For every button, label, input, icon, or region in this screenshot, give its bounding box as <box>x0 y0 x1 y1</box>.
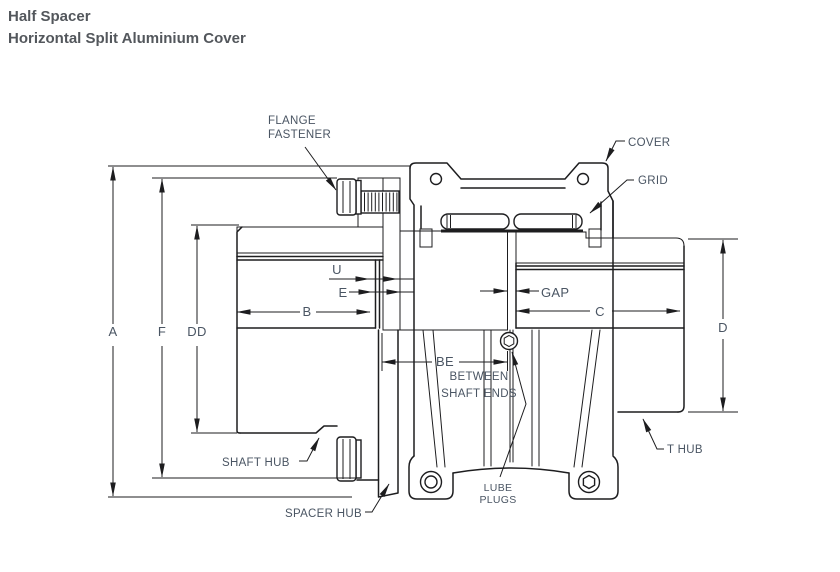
be-note-line-2: SHAFT ENDS <box>441 388 517 400</box>
lug-bolt-right-hex <box>582 474 596 490</box>
hex-nut <box>336 436 357 482</box>
t-hub-leader <box>642 418 664 450</box>
cover-seal-left <box>419 228 433 248</box>
flange-fastener-leader <box>304 146 337 191</box>
cover-bolt-hole-left <box>429 172 443 186</box>
shaft-hub-wall-section <box>236 226 384 254</box>
dim-label-be: BE <box>436 354 454 369</box>
callout-t-hub: T HUB <box>667 444 703 456</box>
cover-leader <box>605 140 625 162</box>
bolt-hex-head <box>336 178 357 216</box>
shaft-hub-outline <box>236 226 399 498</box>
dim-label-u: U <box>332 262 342 277</box>
grid-capsule-left <box>440 213 510 230</box>
cover-outline <box>408 162 619 500</box>
dim-label-d: D <box>718 320 728 335</box>
title-line-2: Horizontal Split Aluminium Cover <box>8 30 246 47</box>
callout-spacer-hub: SPACER HUB <box>285 508 362 520</box>
dim-label-b: B <box>303 304 312 319</box>
callout-lube-plugs-1: LUBE <box>484 482 513 494</box>
callout-lube-plugs-2: PLUGS <box>479 494 516 506</box>
be-note-line-1: BETWEEN <box>450 371 509 383</box>
drawing-title: Half Spacer Horizontal Split Aluminium C… <box>8 6 246 50</box>
lube-plug <box>499 331 519 351</box>
grid-capsule-right <box>513 213 583 230</box>
bolt-thread-lines <box>364 192 398 212</box>
nut-washer <box>355 439 362 479</box>
cover-bolt-hole-right <box>576 172 590 186</box>
title-line-1: Half Spacer <box>8 8 91 25</box>
spacer-head-section <box>399 230 508 331</box>
cover-bottom-arch <box>452 467 570 474</box>
grid-spring <box>419 213 602 248</box>
labels: FLANGE FASTENER COVER GRID SHAFT HUB SPA… <box>109 115 728 520</box>
bolt-washer <box>355 179 362 215</box>
callout-cover: COVER <box>628 137 670 149</box>
grid-leader <box>589 179 634 214</box>
callout-flange-fastener-2: FASTENER <box>268 129 331 141</box>
lug-bolt-left-inner <box>424 475 438 489</box>
dim-label-c: C <box>595 304 605 319</box>
dim-label-f: F <box>158 324 166 339</box>
bolt-head-facets <box>342 181 351 213</box>
callout-grid: GRID <box>638 175 668 187</box>
grid-retainer-bar <box>441 229 583 233</box>
callout-shaft-hub: SHAFT HUB <box>222 457 290 469</box>
dimension-lines <box>110 166 726 497</box>
lube-plugs-leader <box>499 351 527 478</box>
flange-fastener-bolt <box>336 178 400 482</box>
leader-lines <box>299 140 664 513</box>
spacer-hub-leader <box>365 483 390 513</box>
t-hub-outline <box>515 245 685 413</box>
dim-label-dd: DD <box>187 324 206 339</box>
dim-label-a: A <box>109 324 118 339</box>
left-mounting-lug <box>408 455 454 500</box>
callout-flange-fastener-1: FLANGE <box>268 115 316 127</box>
nut-facets <box>342 439 351 479</box>
right-mounting-lug <box>568 455 619 500</box>
dim-label-gap: GAP <box>541 285 569 300</box>
dim-label-e: E <box>339 285 348 300</box>
shaft-hub-leader <box>299 437 320 462</box>
extension-lines <box>108 165 738 498</box>
cover-seal-right <box>588 228 602 248</box>
